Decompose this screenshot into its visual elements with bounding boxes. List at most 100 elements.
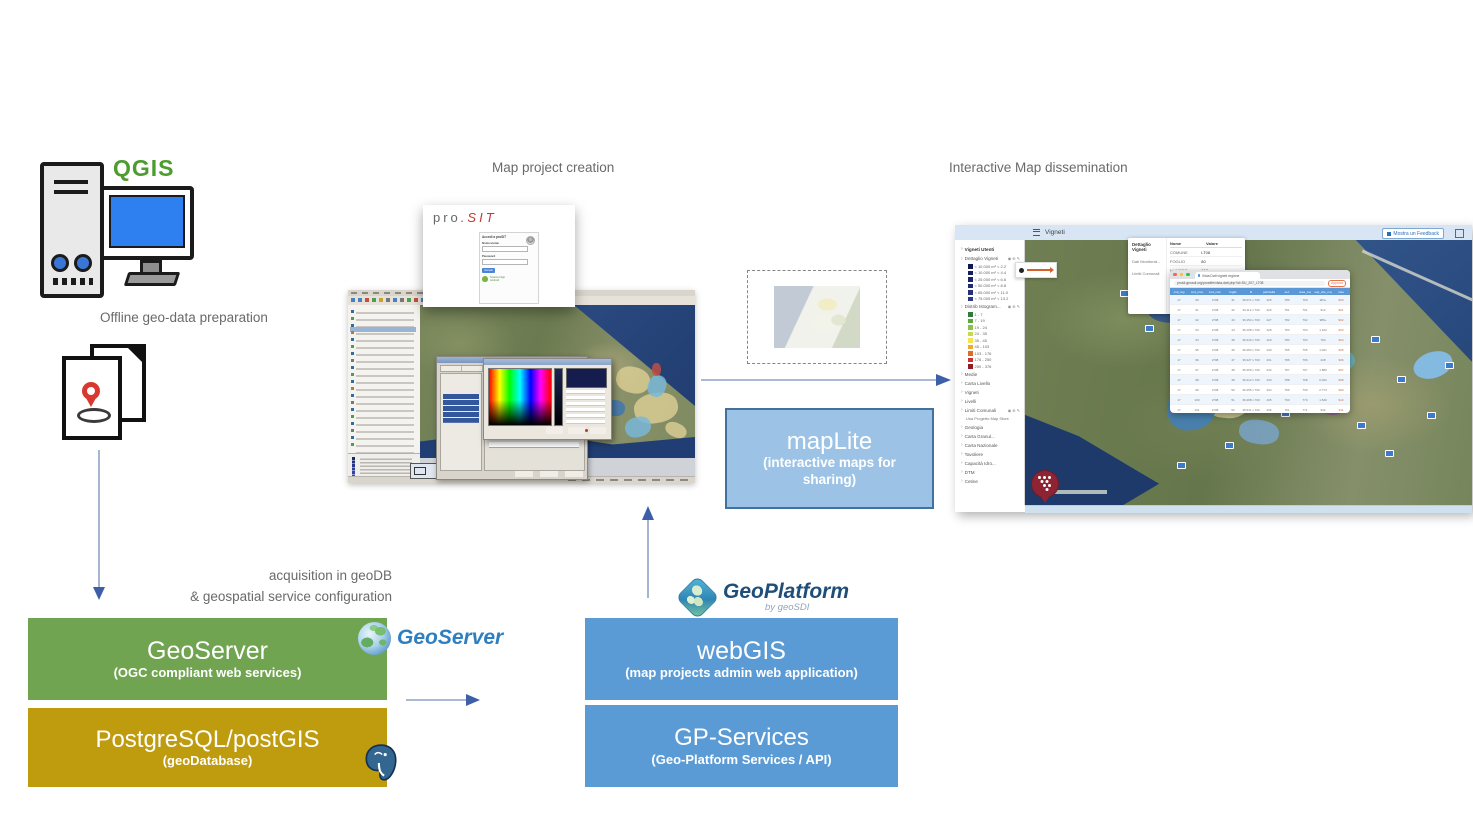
- geoserver-box-subtitle: (OGC compliant web services): [113, 665, 302, 681]
- geoserver-globe-icon: [358, 621, 391, 655]
- layer-tree-item[interactable]: › DTM ◉⊕✎: [955, 468, 1024, 477]
- approve-chip[interactable]: Approva: [1328, 279, 1346, 287]
- maximize-icon[interactable]: [1186, 272, 1190, 277]
- layer-tree-item[interactable]: › < 75.000 m² < 13.2 ◉⊕✎: [955, 296, 1024, 303]
- layer-tree-item[interactable]: › < 25.000 m² < 6.6 ◉⊕✎: [955, 276, 1024, 283]
- popup-nav-item[interactable]: Dettaglio Vigneti: [1132, 242, 1151, 252]
- layer-tool-icons[interactable]: ◉⊕✎: [1007, 407, 1021, 413]
- map-marker[interactable]: [1371, 336, 1380, 343]
- layer-tree-item[interactable]: › < 65.000 m² < 11.0 ◉⊕✎: [955, 289, 1024, 296]
- color-dialog-titlebar[interactable]: [484, 359, 611, 365]
- column-header: cod_prov: [1190, 289, 1204, 294]
- layer-tree-item[interactable]: › Dettaglio Vigneti ◉⊕✎: [955, 254, 1024, 263]
- layer-tree-item[interactable]: › 7 - 19 ◉⊕✎: [955, 318, 1024, 325]
- dialog-buttons[interactable]: [515, 471, 583, 477]
- layer-tree-item[interactable]: › Medie ◉⊕✎: [955, 370, 1024, 379]
- layer-tree-item[interactable]: › Cetine ◉⊕✎: [955, 477, 1024, 486]
- gp-services-box-subtitle: (Geo-Platform Services / API): [651, 751, 832, 767]
- popup-nav-item[interactable]: Limiti Comunali: [1132, 271, 1160, 276]
- webmap-map-view[interactable]: [1025, 240, 1472, 505]
- feedback-button[interactable]: Mostra un Feedback: [1382, 228, 1444, 239]
- layer-tree-item[interactable]: › Carta Livello ◉⊕✎: [955, 379, 1024, 388]
- selected-layer-row[interactable]: [350, 327, 416, 332]
- username-input[interactable]: [482, 246, 528, 252]
- layer-tree-item[interactable]: › 176 - 250 ◉⊕✎: [955, 357, 1024, 364]
- layer-tree-item[interactable]: › 103 - 176 ◉⊕✎: [955, 350, 1024, 357]
- layer-tree-item[interactable]: › Geologia ◉⊕✎: [955, 423, 1024, 432]
- acquisition-note: acquisition in geoDB & geospatial servic…: [140, 565, 392, 607]
- column-header: cod_reg: [1173, 289, 1185, 294]
- map-marker[interactable]: [1145, 325, 1154, 332]
- geoserver-logo-text: GeoServer: [397, 626, 504, 649]
- map-project-creation-caption: Map project creation: [492, 160, 615, 175]
- layer-tree-item[interactable]: › 35 - 45 ◉⊕✎: [955, 337, 1024, 344]
- toolbar-icons[interactable]: [351, 298, 355, 302]
- browser-tab[interactable]: Vista Dati vigneti regione: [1194, 272, 1260, 279]
- map-marker[interactable]: [1177, 462, 1186, 469]
- webmap-layer-sidebar[interactable]: › Vigneti Utenti ◉⊕✎ › Dettaglio Vigneti…: [955, 240, 1025, 505]
- browser-tab-title: Vista Dati vigneti regione: [1202, 273, 1240, 278]
- chevron-icon: ›: [961, 389, 963, 395]
- color-gradient-field[interactable]: [488, 368, 552, 426]
- login-button[interactable]: Accedi: [482, 267, 495, 273]
- map-marker[interactable]: [1225, 442, 1234, 449]
- layer-tree-item[interactable]: › 24 - 35 ◉⊕✎: [955, 331, 1024, 338]
- layer-tree-item[interactable]: › Limiti Comunali ◉⊕✎: [955, 406, 1024, 415]
- layer-tree-item[interactable]: › 19 - 24 ◉⊕✎: [955, 324, 1024, 331]
- dialog-class-list[interactable]: [440, 373, 482, 471]
- layer-label: Cetine: [964, 478, 978, 484]
- browser-urlbar[interactable]: prosit.geosdi.org/prositfe/vista-dati.ph…: [1170, 279, 1350, 288]
- popup-nav-item[interactable]: Dati Monitorat...: [1132, 259, 1161, 264]
- layer-tree-item[interactable]: › Capacità Idro... ◉⊕✎: [955, 459, 1024, 468]
- layer-tree-item[interactable]: › < 10.000 m² < 4.4 ◉⊕✎: [955, 270, 1024, 277]
- password-input[interactable]: [482, 259, 528, 265]
- close-icon[interactable]: [1173, 272, 1177, 277]
- menu-icon[interactable]: [1033, 229, 1040, 236]
- attribute-name: COMUNE: [1170, 249, 1188, 255]
- map-marker[interactable]: [1427, 412, 1436, 419]
- layer-tree-item[interactable]: › Usa Progetto Map Store ◉⊕✎: [955, 415, 1024, 423]
- layer-tool-icons[interactable]: ◉⊕✎: [1007, 256, 1021, 261]
- layer-label: DTM: [964, 469, 975, 475]
- map-marker[interactable]: [1357, 422, 1366, 429]
- map-marker[interactable]: [1445, 362, 1454, 369]
- layer-tree-item[interactable]: › Distrib Istogram... ◉⊕✎: [955, 302, 1024, 311]
- color-dialog-buttons[interactable]: [546, 427, 606, 434]
- flag-icon: [1387, 231, 1392, 236]
- fullscreen-icon[interactable]: [1455, 229, 1464, 238]
- layer-tree-item[interactable]: › < 50.000 m² < 8.8 ◉⊕✎: [955, 283, 1024, 290]
- minimize-icon[interactable]: [1179, 272, 1183, 277]
- url-text[interactable]: prosit.geosdi.org/prositfe/vista-dati.ph…: [1174, 280, 1326, 286]
- layer-tool-icons[interactable]: ◉⊕✎: [1007, 304, 1021, 309]
- layer-tree-item[interactable]: › 250 - 376 ◉⊕✎: [955, 363, 1024, 370]
- color-picker-dialog[interactable]: [483, 358, 612, 440]
- layer-tree-item[interactable]: › < 10.000 m² < 2.2 ◉⊕✎: [955, 263, 1024, 270]
- layer-tree-item[interactable]: › Vigneti Utenti ◉⊕✎: [955, 244, 1024, 254]
- map-marker[interactable]: [1397, 376, 1406, 383]
- rgb-fields[interactable]: [566, 390, 605, 424]
- layer-tree-item[interactable]: › Livelli ◉⊕✎: [955, 397, 1024, 406]
- layer-tree-item[interactable]: › Carta Nazionale ◉⊕✎: [955, 441, 1024, 450]
- chevron-icon: ›: [961, 451, 963, 457]
- layer-tree-item[interactable]: › Vigneti ◉⊕✎: [955, 388, 1024, 397]
- layer-tree-item[interactable]: › 1 - 7 ◉⊕✎: [955, 311, 1024, 318]
- color-value-slider[interactable]: [554, 368, 563, 426]
- gis-layer-tree-panel[interactable]: [348, 305, 421, 453]
- layer-tree-item[interactable]: › Carta Granul... ◉⊕✎: [955, 432, 1024, 441]
- map-marker[interactable]: [1385, 450, 1394, 457]
- layer-tree-item[interactable]: › 45 - 103 ◉⊕✎: [955, 344, 1024, 351]
- layer-tree-item[interactable]: › Tavoliere ◉⊕✎: [955, 450, 1024, 459]
